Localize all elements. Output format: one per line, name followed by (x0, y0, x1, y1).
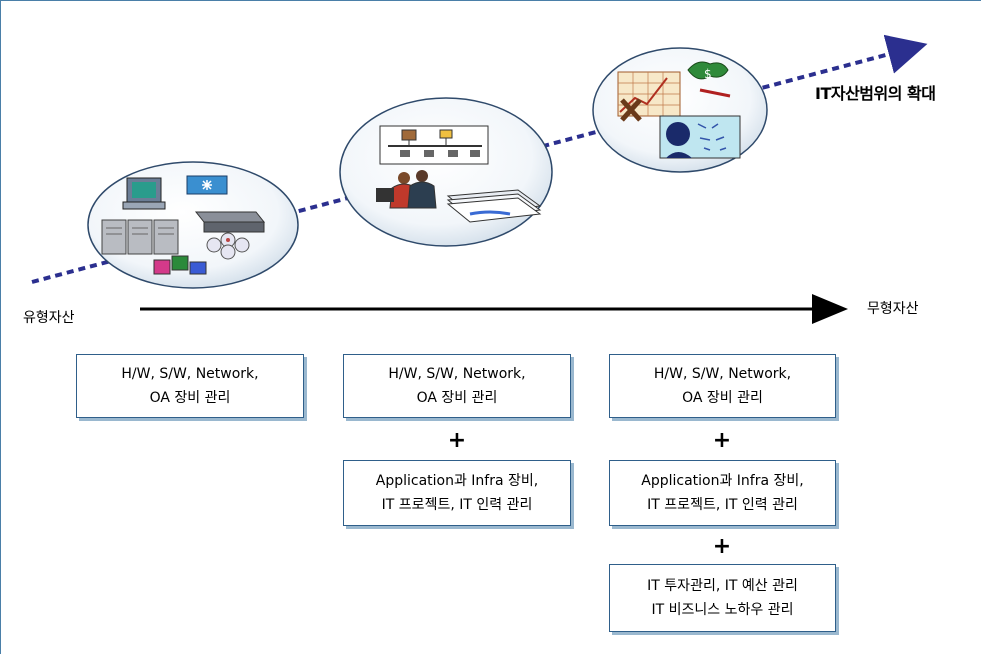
growth-dotted-arrow (31, 34, 928, 284)
network-and-people-icon (376, 125, 542, 223)
col3-box3-line1: IT 투자관리, IT 예산 관리 (647, 578, 798, 594)
col3-box1-line2: OA 장비 관리 (682, 390, 763, 406)
col2-box1: H/W, S/W, Network, OA 장비 관리 (343, 354, 571, 418)
col3-plus-1: + (712, 428, 732, 453)
col1-box1-line2: OA 장비 관리 (149, 390, 231, 406)
stage1-hardware-group (87, 161, 299, 289)
diagram-title: IT자산범위의 확대 (815, 84, 936, 103)
svg-text:$: $ (704, 67, 712, 81)
col3-box3-line2: IT 비즈니스 노하우 관리 (651, 602, 794, 618)
col2-box2-line2: IT 프로젝트, IT 인력 관리 (381, 497, 533, 513)
stage3-business-group: $ (592, 47, 768, 173)
col3-box1: H/W, S/W, Network, OA 장비 관리 (609, 354, 836, 418)
business-knowledge-icon: $ (617, 61, 741, 159)
col1-box1-line1: H/W, S/W, Network, (121, 366, 259, 382)
col3-box1-line1: H/W, S/W, Network, (653, 366, 792, 382)
axis-label-intangible: 무형자산 (867, 301, 919, 317)
col3-box3: IT 투자관리, IT 예산 관리 IT 비즈니스 노하우 관리 (609, 564, 836, 632)
col2-plus-1: + (447, 428, 467, 453)
col3-box2-line1: Application과 Infra 장비, (641, 473, 804, 489)
stage2-network-group (339, 97, 553, 247)
col3-box2-line2: IT 프로젝트, IT 인력 관리 (647, 497, 798, 513)
computer-hardware-icon (101, 175, 266, 275)
col2-box2-line1: Application과 Infra 장비, (375, 473, 539, 489)
axis-label-tangible: 유형자산 (23, 310, 75, 326)
col2-box2: Application과 Infra 장비, IT 프로젝트, IT 인력 관리 (343, 460, 571, 526)
col2-box1-line1: H/W, S/W, Network, (388, 366, 526, 382)
col3-box2: Application과 Infra 장비, IT 프로젝트, IT 인력 관리 (609, 460, 836, 526)
col2-box1-line2: OA 장비 관리 (416, 390, 498, 406)
col3-plus-2: + (712, 534, 732, 559)
col1-box1: H/W, S/W, Network, OA 장비 관리 (76, 354, 304, 418)
